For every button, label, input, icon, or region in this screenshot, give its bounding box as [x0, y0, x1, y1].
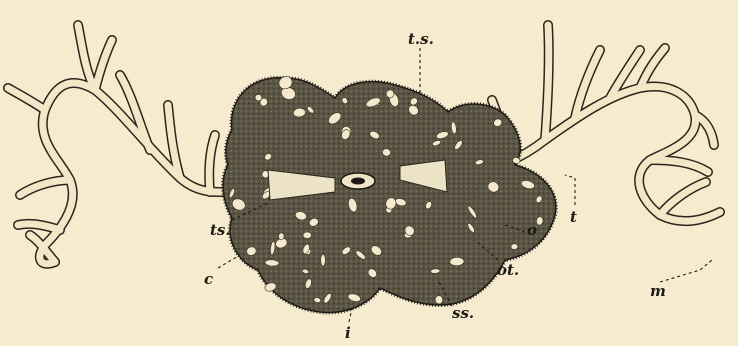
- label-c: c: [204, 270, 213, 288]
- label-o: o: [527, 221, 537, 239]
- label-ot: ot.: [497, 261, 519, 279]
- body-spot: [321, 254, 326, 266]
- body-spot: [450, 257, 464, 266]
- body-spot: [511, 243, 519, 249]
- label-m: m: [650, 282, 666, 300]
- central-eye-pupil: [351, 178, 365, 185]
- body-spot: [278, 233, 284, 240]
- label-ts-top: t.s.: [408, 30, 434, 48]
- body-spot: [435, 296, 443, 304]
- body-spot: [303, 232, 312, 239]
- label-t: t: [570, 208, 577, 226]
- label-i: i: [345, 324, 351, 342]
- label-ts-left: ts.: [210, 221, 231, 239]
- label-ss: ss.: [452, 304, 474, 322]
